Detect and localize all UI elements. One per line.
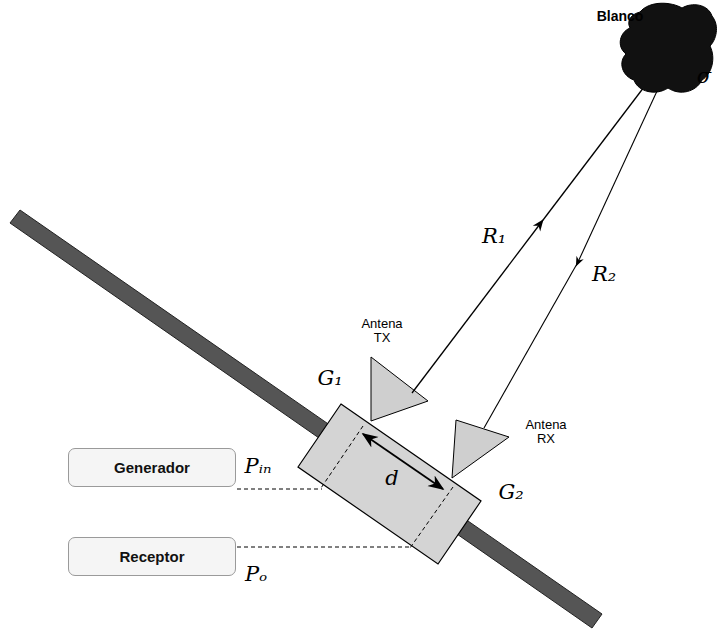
receiver-wire (237, 547, 410, 548)
distance-arrow (363, 434, 443, 489)
ray-r1 (412, 224, 540, 393)
box-label: Receptor (119, 548, 184, 565)
rail (10, 210, 602, 628)
power-label: Pᵢₙ (245, 455, 272, 477)
range-label: R₂ (592, 263, 616, 285)
antenna-label: Antena RX (520, 418, 572, 445)
power-label: Pₒ (245, 563, 267, 585)
generator-box: Generador (68, 448, 236, 487)
box-label: Generador (114, 459, 190, 476)
generator-wire (237, 489, 322, 490)
gain-label: G₁ (317, 367, 342, 389)
receiver-box: Receptor (68, 537, 236, 576)
ray-r2 (484, 262, 578, 428)
carriage (298, 404, 481, 564)
distance-label: d (385, 467, 398, 489)
tx-antenna (371, 357, 428, 421)
cross-section-symbol: σ (697, 65, 711, 87)
rx-antenna (452, 420, 509, 478)
rx-port-line (410, 487, 453, 548)
target-name: Blanco (597, 9, 644, 24)
antenna-label: Antena TX (356, 317, 408, 344)
tx-port-line (321, 426, 363, 488)
gain-label: G₂ (498, 481, 523, 503)
range-label: R₁ (482, 225, 506, 247)
